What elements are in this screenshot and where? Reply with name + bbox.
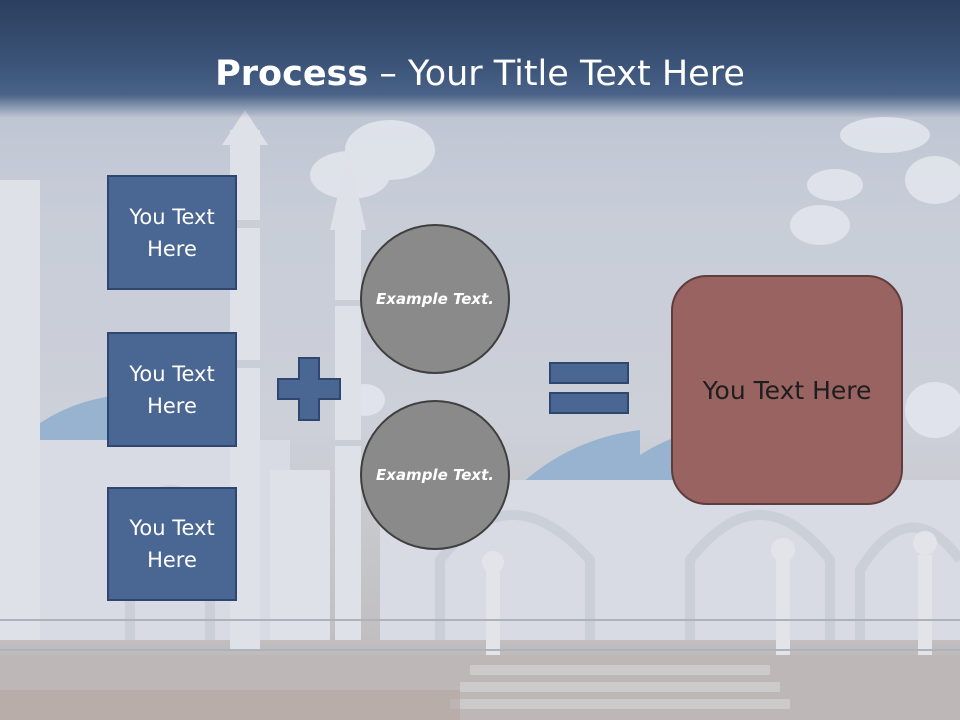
text-box-1: You Text Here (107, 175, 237, 290)
equals-icon (549, 362, 629, 414)
result-box: You Text Here (671, 275, 903, 505)
title-rest: – Your Title Text Here (368, 54, 745, 94)
example-circle-2: Example Text. (360, 400, 510, 550)
example-circle-1: Example Text. (360, 224, 510, 374)
slide-title: Process – Your Title Text Here (0, 52, 960, 96)
text-box-2: You Text Here (107, 332, 237, 447)
title-bar (0, 0, 960, 118)
title-bold: Process (215, 54, 369, 94)
text-box-3: You Text Here (107, 487, 237, 601)
plus-icon (277, 357, 341, 421)
